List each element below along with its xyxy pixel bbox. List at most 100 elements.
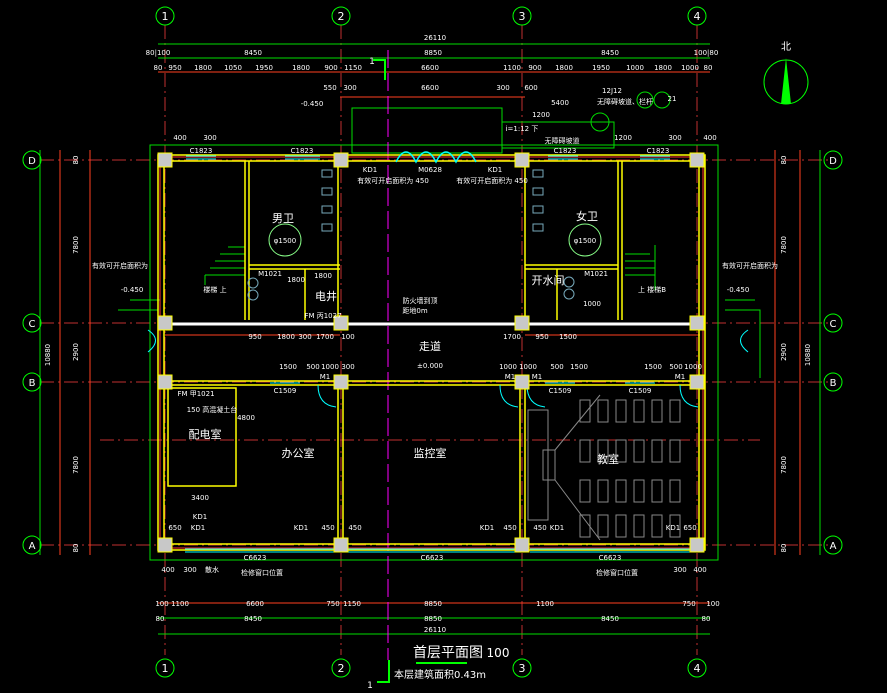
dim-text: 80 <box>780 156 788 165</box>
dimension-text: 600 <box>524 84 537 92</box>
dimension-text: 100|80 <box>694 49 719 57</box>
dimension-text: 1050 <box>224 64 242 72</box>
axis-bubble[interactable] <box>331 658 351 678</box>
annotation: 21 <box>668 95 677 103</box>
dimension-text: 26110 <box>424 626 446 634</box>
dim-text: 80 <box>780 544 788 553</box>
column <box>333 152 349 168</box>
axis-bubble[interactable] <box>22 372 42 392</box>
annotation: 楼梯 上 <box>203 285 226 294</box>
column <box>689 152 705 168</box>
axis-bubbles <box>22 6 843 678</box>
annotation: C1509 <box>629 387 652 395</box>
desk <box>597 479 609 503</box>
dimension-text: 300 <box>341 363 354 371</box>
dimension-text: 5400 <box>551 99 569 107</box>
dimension-text: 500 <box>669 363 682 371</box>
dimension-text: 900 <box>528 64 541 72</box>
drawing-scale: 100 <box>487 646 510 660</box>
column <box>689 315 705 331</box>
column <box>514 152 530 168</box>
axis-label: 3 <box>519 662 526 675</box>
annotation: C6623 <box>599 554 622 562</box>
axis-bubble[interactable] <box>687 6 707 26</box>
axis-bubble[interactable] <box>823 313 843 333</box>
dimension-text: 6600 <box>421 84 439 92</box>
axis-bubble[interactable] <box>823 150 843 170</box>
dimension-text: 1000 <box>321 363 339 371</box>
axis-bubble[interactable] <box>823 372 843 392</box>
dimension-text: 4800 <box>237 414 255 422</box>
desk <box>669 399 681 423</box>
dimension-text: 450 <box>533 524 546 532</box>
annotation: KD1 <box>666 524 680 532</box>
axis-bubble[interactable] <box>512 6 532 26</box>
column <box>514 374 530 390</box>
dimension-text: 1800 <box>654 64 672 72</box>
axis-label: A <box>29 541 36 552</box>
axis-bubble[interactable] <box>155 658 175 678</box>
dimension-text: 1000 <box>626 64 644 72</box>
dimension-text: 1100 <box>536 600 554 608</box>
turning-circles <box>268 223 602 257</box>
annotation: 12J12 <box>602 87 622 95</box>
lectern <box>527 394 601 541</box>
axis-bubble[interactable] <box>687 658 707 678</box>
section-mark-label: 1 <box>369 57 375 67</box>
axis-label: C <box>830 319 837 330</box>
axis-bubble[interactable] <box>823 535 843 555</box>
label: 教室 <box>597 452 619 466</box>
dimension-text: 8450 <box>601 49 619 57</box>
dimension-text: 1000 <box>583 300 601 308</box>
axis-bubble[interactable] <box>22 313 42 333</box>
column <box>157 152 173 168</box>
annotation: KD1 <box>480 524 494 532</box>
dimension-text: 1800 <box>287 276 305 284</box>
dimension-text: 300 <box>298 333 311 341</box>
windows <box>147 151 749 553</box>
axis-bubble[interactable] <box>331 6 351 26</box>
annotation: FM 甲1021 <box>177 390 214 398</box>
dimension-text: 8850 <box>424 615 442 623</box>
dimension-text: 1100 <box>503 64 521 72</box>
label: 监控室 <box>414 446 447 460</box>
dimension-text: 80 <box>156 615 165 623</box>
dimension-text: 3400 <box>191 494 209 502</box>
dim-text: 7800 <box>72 236 80 254</box>
dimension-text: 8450 <box>244 49 262 57</box>
dimension-text: 80 <box>154 64 163 72</box>
axis-bubble[interactable] <box>22 150 42 170</box>
desk <box>615 399 627 423</box>
column <box>689 374 705 390</box>
dimension-text: 400 <box>703 134 716 142</box>
axis-bubble[interactable] <box>22 535 42 555</box>
desk <box>633 439 645 463</box>
section-mark-bottom <box>377 660 390 683</box>
axis-label: B <box>830 378 837 389</box>
annotation: C6623 <box>244 554 267 562</box>
dimension-text: 1500 <box>559 333 577 341</box>
dimension-text: 26110 <box>424 34 446 42</box>
dimension-text: 1950 <box>592 64 610 72</box>
dimension-text: 1500 <box>644 363 662 371</box>
annotation: C1823 <box>190 147 213 155</box>
annotation: KD1 <box>294 524 308 532</box>
dimension-text: 1150 <box>344 64 362 72</box>
dimension-text: 950 <box>535 333 548 341</box>
axis-bubble[interactable] <box>512 658 532 678</box>
dimension-text: 6600 <box>246 600 264 608</box>
dimension-text: 750 <box>682 600 695 608</box>
classroom-desks <box>579 399 681 538</box>
annotation: 检修窗口位置 <box>241 568 283 577</box>
axis-bubble[interactable] <box>155 6 175 26</box>
axis-label: 4 <box>694 662 701 675</box>
dimension-text: 450 <box>503 524 516 532</box>
label: 男卫 <box>272 212 294 225</box>
dimension-text: 1800 <box>314 272 332 280</box>
north-label: 北 <box>781 41 791 53</box>
dimension-text: 8450 <box>244 615 262 623</box>
column <box>333 315 349 331</box>
dimension-text: 1000 <box>519 363 537 371</box>
